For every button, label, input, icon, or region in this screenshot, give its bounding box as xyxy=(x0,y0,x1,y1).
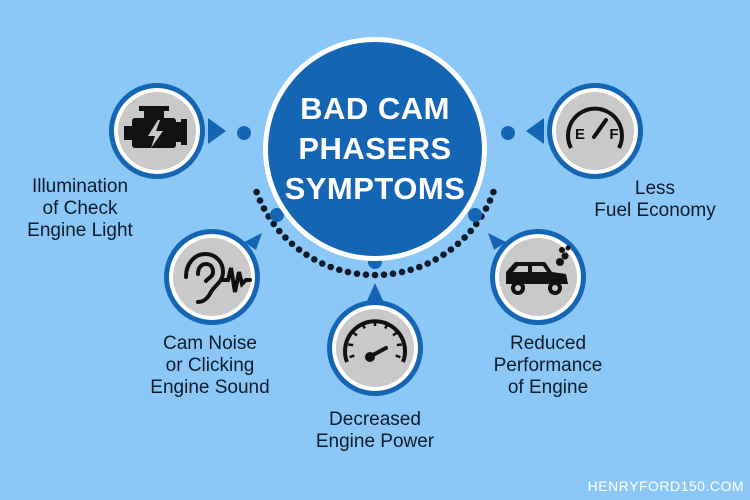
symptom-label-ear: Cam Noise or Clicking Engine Sound xyxy=(130,333,290,399)
arc-dot xyxy=(424,260,432,267)
watermark: HENRYFORD150.COM xyxy=(587,478,744,494)
symptom-label-car: Reduced Performance of Engine xyxy=(468,333,628,399)
arc-dot xyxy=(380,271,388,279)
label-line: of Engine xyxy=(507,377,589,398)
symptom-label-speedometer: Decreased Engine Power xyxy=(295,409,455,453)
fuel-empty-label: E xyxy=(575,126,585,143)
arc-dot xyxy=(270,220,278,228)
symptom-node-car xyxy=(488,229,586,325)
arc-dot xyxy=(362,271,370,279)
arc-dot xyxy=(432,256,440,263)
check-engine-icon xyxy=(124,106,187,148)
connector-node-ear xyxy=(270,208,284,222)
arc-dot xyxy=(461,234,468,241)
arc-dot xyxy=(467,227,475,235)
fuel-gauge-icon: E F xyxy=(566,106,624,149)
arc-dot xyxy=(371,271,379,279)
label-line: Decreased xyxy=(329,409,421,430)
title-line-1: BAD CAM xyxy=(300,91,450,126)
arc-dot xyxy=(407,266,415,274)
arc-dot xyxy=(282,234,289,241)
arc-connector-nodes xyxy=(237,126,515,269)
speedometer-tick xyxy=(395,354,401,359)
label-line: Less xyxy=(634,178,676,199)
fuel-full-label: F xyxy=(609,126,618,143)
ear-sound-icon xyxy=(184,251,252,304)
speedometer-tick xyxy=(396,343,402,347)
symptom-label-fuel: Less Fuel Economy xyxy=(575,178,735,222)
symptom-label-check-engine: Illumination of Check Engine Light xyxy=(10,176,150,242)
arc-dot xyxy=(389,270,397,278)
arc-dot xyxy=(327,263,335,271)
smoking-car-icon xyxy=(506,245,571,295)
arc-dot xyxy=(288,240,296,248)
title-line-3: SYMPTOMS xyxy=(284,171,466,206)
page-title: BAD CAM PHASERS SYMPTOMS xyxy=(268,42,482,256)
label-line: Engine Sound xyxy=(150,377,270,398)
arc-dot xyxy=(344,268,352,276)
symptom-node-fuel: E F xyxy=(526,83,643,179)
arc-dot xyxy=(398,268,406,276)
arc-dot xyxy=(416,263,423,271)
connector-node-check-engine xyxy=(237,126,251,140)
label-line: of Check xyxy=(42,198,118,219)
label-line: Engine Power xyxy=(315,431,435,452)
arc-dot xyxy=(253,188,260,196)
arc-dot xyxy=(260,205,268,212)
arc-dot xyxy=(311,256,318,263)
arc-dot xyxy=(295,246,303,253)
arc-dot xyxy=(336,266,343,274)
arc-dot xyxy=(482,205,490,212)
label-line: Cam Noise xyxy=(163,333,257,354)
speedometer-tick xyxy=(384,323,389,330)
connector-node-fuel xyxy=(501,126,515,140)
arc-dot xyxy=(276,227,283,235)
arc-dot xyxy=(440,251,447,258)
arc-dot xyxy=(486,197,494,204)
arc-dot xyxy=(490,188,497,196)
arc-dot xyxy=(353,270,361,278)
symptom-node-check-engine xyxy=(109,83,226,179)
title-circle xyxy=(263,37,487,261)
speedometer-tick xyxy=(392,331,398,337)
label-line: Performance xyxy=(493,355,603,376)
label-line: Reduced xyxy=(509,333,587,354)
arc-dot xyxy=(454,240,462,248)
arc-dot xyxy=(447,246,455,253)
speedometer-tick xyxy=(348,343,354,347)
label-line: or Clicking xyxy=(165,355,255,376)
label-line: Illumination xyxy=(31,176,129,197)
arc-dot xyxy=(319,260,326,267)
arc-dot xyxy=(473,220,480,228)
label-line: Fuel Economy xyxy=(594,200,716,221)
speedometer-tick xyxy=(349,354,355,359)
arc-dot xyxy=(303,251,310,258)
speedometer-tick xyxy=(352,331,358,337)
symptom-node-speedometer xyxy=(327,283,423,396)
label-line: Engine Light xyxy=(27,220,133,241)
title-line-2: PHASERS xyxy=(298,131,452,166)
connector-node-car xyxy=(468,208,482,222)
arc-dot xyxy=(256,197,264,204)
speedometer-tick xyxy=(361,323,366,330)
speedometer-icon xyxy=(343,319,407,363)
symptom-node-ear xyxy=(164,229,262,325)
